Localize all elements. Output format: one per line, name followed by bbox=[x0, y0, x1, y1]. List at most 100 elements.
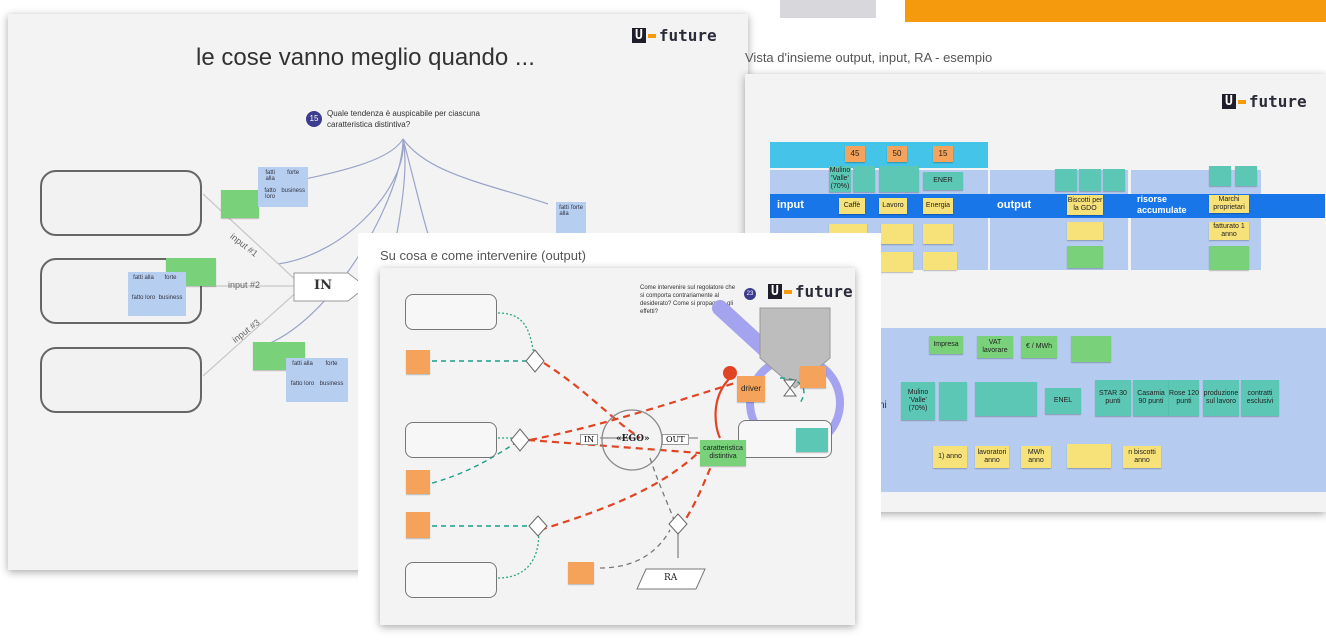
tool-label: fatti alla bbox=[559, 205, 569, 217]
board3-question: Come intervenire sul regolatore che si c… bbox=[640, 285, 736, 315]
tool-label: fatti alla bbox=[133, 275, 154, 281]
step-badge: 15 bbox=[306, 111, 322, 127]
tool-label: business bbox=[158, 295, 183, 301]
step-badge: 23 bbox=[744, 288, 756, 300]
number-sticky[interactable]: 50 bbox=[887, 146, 907, 162]
input-note[interactable]: Caffè bbox=[839, 198, 865, 214]
lower-note[interactable]: lavoratori anno bbox=[975, 446, 1009, 468]
output-box-2[interactable] bbox=[405, 422, 497, 458]
lower-note[interactable]: Mulino 'Valle' (70%) bbox=[901, 382, 935, 420]
lower-note[interactable]: MWh anno bbox=[1021, 446, 1051, 468]
board2-caption: Vista d'insieme output, input, RA - esem… bbox=[745, 50, 993, 65]
number-sticky[interactable]: 45 bbox=[845, 146, 865, 162]
input-note[interactable]: Mulino 'Valle' (70%) bbox=[829, 166, 851, 192]
lower-note[interactable]: contratti esclusivi bbox=[1241, 380, 1279, 416]
input-note[interactable] bbox=[923, 252, 957, 270]
input-note[interactable]: Lavoro bbox=[879, 198, 907, 214]
lower-note[interactable]: n biscotti anno bbox=[1123, 446, 1161, 468]
input-note[interactable] bbox=[923, 224, 953, 244]
in-arrow-shape bbox=[293, 272, 367, 302]
lower-note[interactable]: STAR 30 punti bbox=[1095, 380, 1131, 416]
output-note[interactable] bbox=[1079, 169, 1101, 191]
lower-note[interactable] bbox=[975, 382, 1037, 416]
tool-label: fatto loro bbox=[290, 381, 315, 387]
orange-note[interactable] bbox=[406, 512, 430, 538]
tool-label: forte bbox=[570, 205, 583, 211]
board3-caption: Su cosa e come intervenire (output) bbox=[380, 248, 586, 263]
board1-question: Quale tendenza è auspicabile per ciascun… bbox=[327, 109, 480, 129]
top-cyan-band bbox=[770, 142, 988, 168]
orange-note[interactable] bbox=[406, 470, 430, 494]
risorse-note[interactable]: fatturato 1 anno bbox=[1209, 222, 1249, 240]
section-output-label: output bbox=[997, 199, 1032, 211]
tool-label: business bbox=[281, 188, 305, 194]
lower-note[interactable]: 1) anno bbox=[933, 446, 967, 468]
section-input-label: input bbox=[777, 199, 804, 211]
risorse-note[interactable] bbox=[1235, 166, 1257, 186]
tool-label: fatti alla bbox=[265, 170, 275, 182]
tool-label: business bbox=[319, 381, 344, 387]
output-note[interactable]: Biscotti per la GDO bbox=[1067, 195, 1103, 215]
orange-note[interactable] bbox=[800, 366, 826, 388]
background-gray-block bbox=[780, 0, 876, 18]
in-label: IN bbox=[314, 278, 332, 293]
risorse-note[interactable] bbox=[1209, 166, 1231, 186]
lower-note[interactable]: Impresa bbox=[929, 336, 963, 354]
output-note[interactable] bbox=[1067, 246, 1103, 268]
orange-note[interactable] bbox=[568, 562, 594, 584]
orange-bar bbox=[905, 0, 1326, 22]
ego-label: «EGO» bbox=[616, 434, 650, 444]
output-note[interactable] bbox=[1055, 169, 1077, 191]
input-note[interactable] bbox=[853, 166, 875, 192]
lower-note[interactable] bbox=[939, 382, 967, 420]
number-sticky[interactable]: 15 bbox=[933, 146, 953, 162]
input-note[interactable] bbox=[879, 166, 919, 192]
board1-title: le cose vanno meglio quando ... bbox=[196, 44, 535, 71]
input-note[interactable] bbox=[881, 224, 913, 244]
output-note[interactable] bbox=[1067, 222, 1103, 240]
driver-note[interactable]: driver bbox=[737, 376, 765, 402]
orange-note[interactable] bbox=[406, 350, 430, 374]
out-arrow-label: OUT bbox=[662, 434, 689, 445]
edge-label-input-2: input #2 bbox=[228, 280, 261, 290]
input-note[interactable]: ENER bbox=[923, 172, 963, 190]
lower-note[interactable]: ENEL bbox=[1045, 388, 1081, 414]
input-box-1[interactable] bbox=[40, 170, 202, 236]
teal-note[interactable] bbox=[796, 428, 828, 452]
input-note[interactable] bbox=[881, 252, 913, 272]
lower-note[interactable]: Rose 120 punti bbox=[1169, 380, 1199, 416]
lower-note[interactable]: € / MWh bbox=[1021, 336, 1057, 358]
ra-shape bbox=[636, 568, 706, 590]
tool-label: fatto loro bbox=[264, 188, 276, 200]
caratteristica-distintiva-note[interactable]: caratteristica distintiva bbox=[700, 440, 746, 466]
tool-label: fatto loro bbox=[131, 295, 156, 301]
section-risorse-label: risorse accumulate bbox=[1137, 194, 1187, 215]
lower-note[interactable]: produzione sul lavoro bbox=[1203, 380, 1239, 416]
risorse-note[interactable] bbox=[1209, 246, 1249, 270]
tool-label: forte bbox=[164, 275, 177, 281]
risorse-note[interactable]: Marchi proprietari bbox=[1209, 195, 1249, 213]
input-box-3[interactable] bbox=[40, 347, 202, 413]
tool-label: forte bbox=[325, 361, 338, 367]
in-arrow-label: IN bbox=[580, 434, 599, 445]
green-sticky[interactable] bbox=[221, 190, 259, 218]
lower-note[interactable] bbox=[1067, 444, 1111, 468]
output-note[interactable] bbox=[1103, 169, 1125, 191]
output-box-3[interactable] bbox=[405, 562, 497, 598]
lower-note[interactable] bbox=[1071, 336, 1111, 362]
input-note[interactable]: Energia bbox=[923, 198, 953, 214]
lower-note[interactable]: Casamia 90 punti bbox=[1133, 380, 1169, 416]
tool-palette[interactable]: fatti alla forte fatto loro business bbox=[258, 167, 308, 207]
output-box-1[interactable] bbox=[405, 294, 497, 330]
tool-label: forte bbox=[287, 170, 300, 176]
lower-note[interactable]: VAT lavorare bbox=[977, 336, 1013, 358]
lower-side-label: ni bbox=[879, 400, 887, 411]
